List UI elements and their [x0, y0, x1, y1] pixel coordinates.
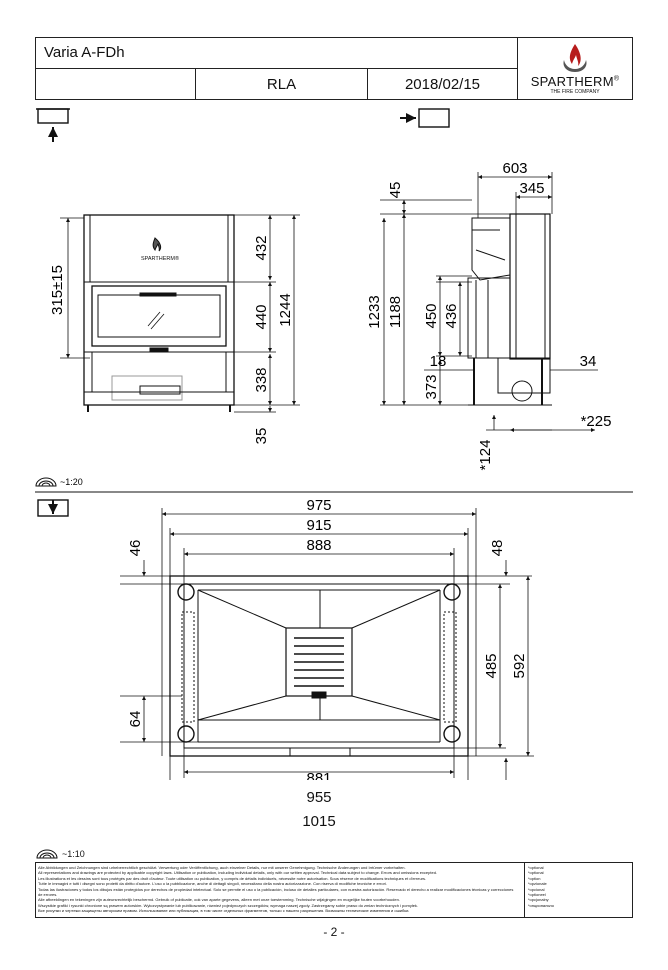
- optional-notes: *optional *optional *option *opzionale *…: [528, 865, 628, 908]
- date-cell: 2018/02/15: [368, 69, 518, 100]
- optional-note: *опционально: [528, 902, 554, 908]
- page-number: - 2 -: [323, 925, 345, 939]
- scale-top: ~1:10: [62, 849, 85, 859]
- dim-1233: 1233: [366, 295, 383, 328]
- dim-18: 18: [430, 353, 447, 370]
- blank-cell: [36, 69, 196, 100]
- dim-915: 915: [306, 517, 331, 534]
- legal-text: Alle Abbildungen und Zeichnungen sind ur…: [38, 865, 518, 914]
- drawing-code: RLA: [266, 76, 297, 93]
- optional-note: *opcional: [528, 886, 545, 892]
- side-view-icon: [400, 108, 450, 128]
- dim-440: 440: [253, 304, 270, 329]
- dim-35: 35: [253, 428, 270, 445]
- title-block: Varia A-FDh RLA 2018/02/15 SPARTHERM® TH…: [35, 37, 633, 100]
- legal-line: Tutte le immagini e tutti i disegni sono…: [38, 881, 387, 887]
- legal-line: Alle afbeeldingen en tekeningen zijn aut…: [38, 897, 400, 903]
- dim-592: 592: [511, 653, 528, 678]
- legal-line: Все рисунки и чертежи защищены авторским…: [38, 908, 410, 914]
- dim-450: 450: [423, 303, 440, 328]
- front-logo-text: SPARTHERM®: [141, 255, 179, 262]
- legal-line: All representations and drawings are pro…: [38, 870, 438, 876]
- dim-46: 46: [127, 540, 144, 557]
- legal-notice: Alle Abbildungen und Zeichnungen sind ur…: [35, 862, 633, 918]
- drawing-date: 2018/02/15: [404, 76, 481, 93]
- top-view-drawing: [169, 575, 469, 757]
- flame-logo-icon: [563, 44, 587, 72]
- dim-345: 345: [519, 180, 544, 197]
- optional-note: *optioneel: [528, 892, 546, 898]
- dim-603: 603: [502, 160, 527, 177]
- dim-48: 48: [489, 540, 506, 557]
- dim-338: 338: [253, 367, 270, 392]
- dim-64: 64: [127, 711, 144, 728]
- front-view-icon: [36, 108, 70, 142]
- legal-line: Wszystkie grafiki i rysunki chronione są…: [38, 902, 419, 908]
- dim-975: 975: [306, 500, 331, 514]
- dim-315: 315±15: [49, 265, 66, 315]
- top-view-icon: [37, 499, 69, 517]
- dim-432: 432: [253, 235, 270, 260]
- dim-881: 881: [306, 770, 331, 780]
- dim-888: 888: [306, 537, 331, 554]
- dim-225: *225: [581, 413, 612, 430]
- dim-373: 373: [423, 374, 440, 399]
- dim-485: 485: [483, 653, 500, 678]
- brand-tagline: THE FIRE COMPANY: [550, 89, 600, 95]
- dim-1015: 1015: [302, 813, 336, 830]
- dim-1244: 1244: [277, 293, 294, 326]
- dim-955: 955: [306, 789, 332, 806]
- legal-line: Les illustrations et les dessins sont to…: [38, 875, 427, 881]
- dim-45: 45: [387, 182, 404, 199]
- dim-436: 436: [443, 303, 460, 328]
- legal-line: Alle Abbildungen und Zeichnungen sind ur…: [38, 865, 406, 870]
- legal-line: Todas las ilustraciones y todos los dibu…: [38, 886, 514, 898]
- scale-icon-top: [36, 849, 58, 859]
- scale-front: ~1:20: [60, 477, 83, 487]
- logo-cell: SPARTHERM® THE FIRE COMPANY: [518, 38, 632, 99]
- technical-drawing-lower: 975 915 888 46 48 485 592 64 881 60: [120, 500, 534, 780]
- front-view-drawing: [83, 214, 235, 412]
- optional-note: *optional: [528, 870, 544, 876]
- legal-divider: [524, 863, 525, 917]
- dim-34: 34: [580, 353, 597, 370]
- optional-note: *optional: [528, 865, 544, 870]
- optional-note: *option: [528, 875, 541, 881]
- dim-124: *124: [477, 440, 494, 471]
- dim-1188: 1188: [387, 296, 404, 328]
- code-cell: RLA: [196, 69, 368, 100]
- optional-note: *opcjonalny: [528, 897, 549, 903]
- technical-drawing-upper: SPARTHERM® 315±15 432 440 338 1244 35: [35, 108, 633, 517]
- scale-icon-front: [35, 477, 57, 487]
- optional-note: *opzionale: [528, 881, 547, 887]
- brand-name: SPARTHERM®: [530, 74, 620, 89]
- model-name: Varia A-FDh: [44, 44, 125, 61]
- model-cell: Varia A-FDh: [36, 38, 518, 69]
- side-view-drawing: [467, 213, 552, 406]
